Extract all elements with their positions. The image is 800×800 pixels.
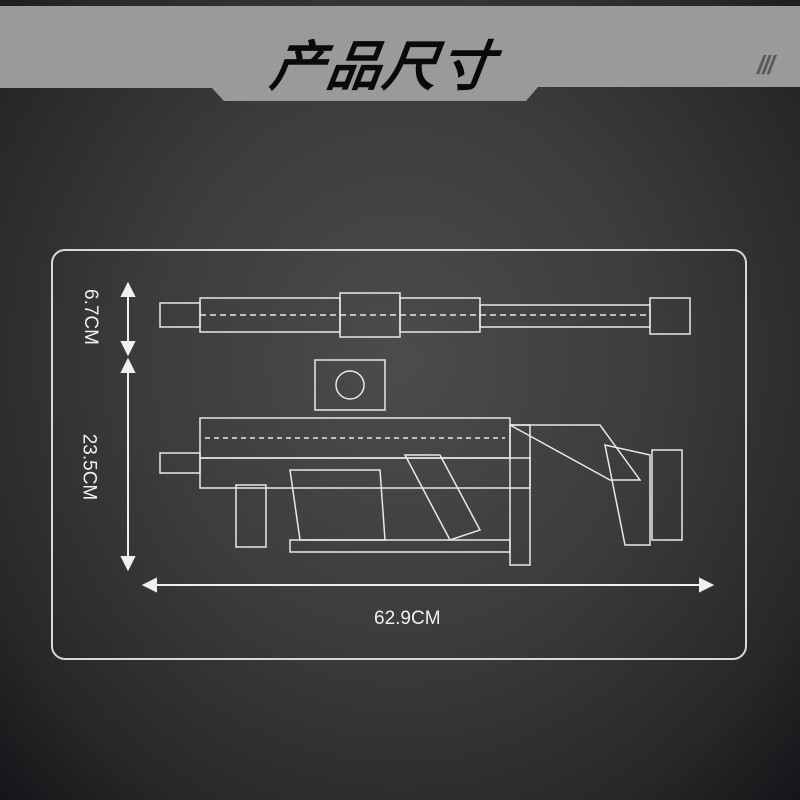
dimension-frame bbox=[51, 249, 747, 660]
header-banner bbox=[0, 6, 800, 101]
decorative-slashes: /// bbox=[757, 50, 775, 80]
label-top-height: 6.7CM bbox=[79, 289, 101, 345]
label-side-height: 23.5CM bbox=[78, 433, 100, 501]
dimension-arrows bbox=[120, 281, 715, 593]
side-view-gun bbox=[159, 359, 683, 566]
label-length: 62.9CM bbox=[374, 608, 441, 629]
top-view-gun bbox=[159, 292, 691, 338]
